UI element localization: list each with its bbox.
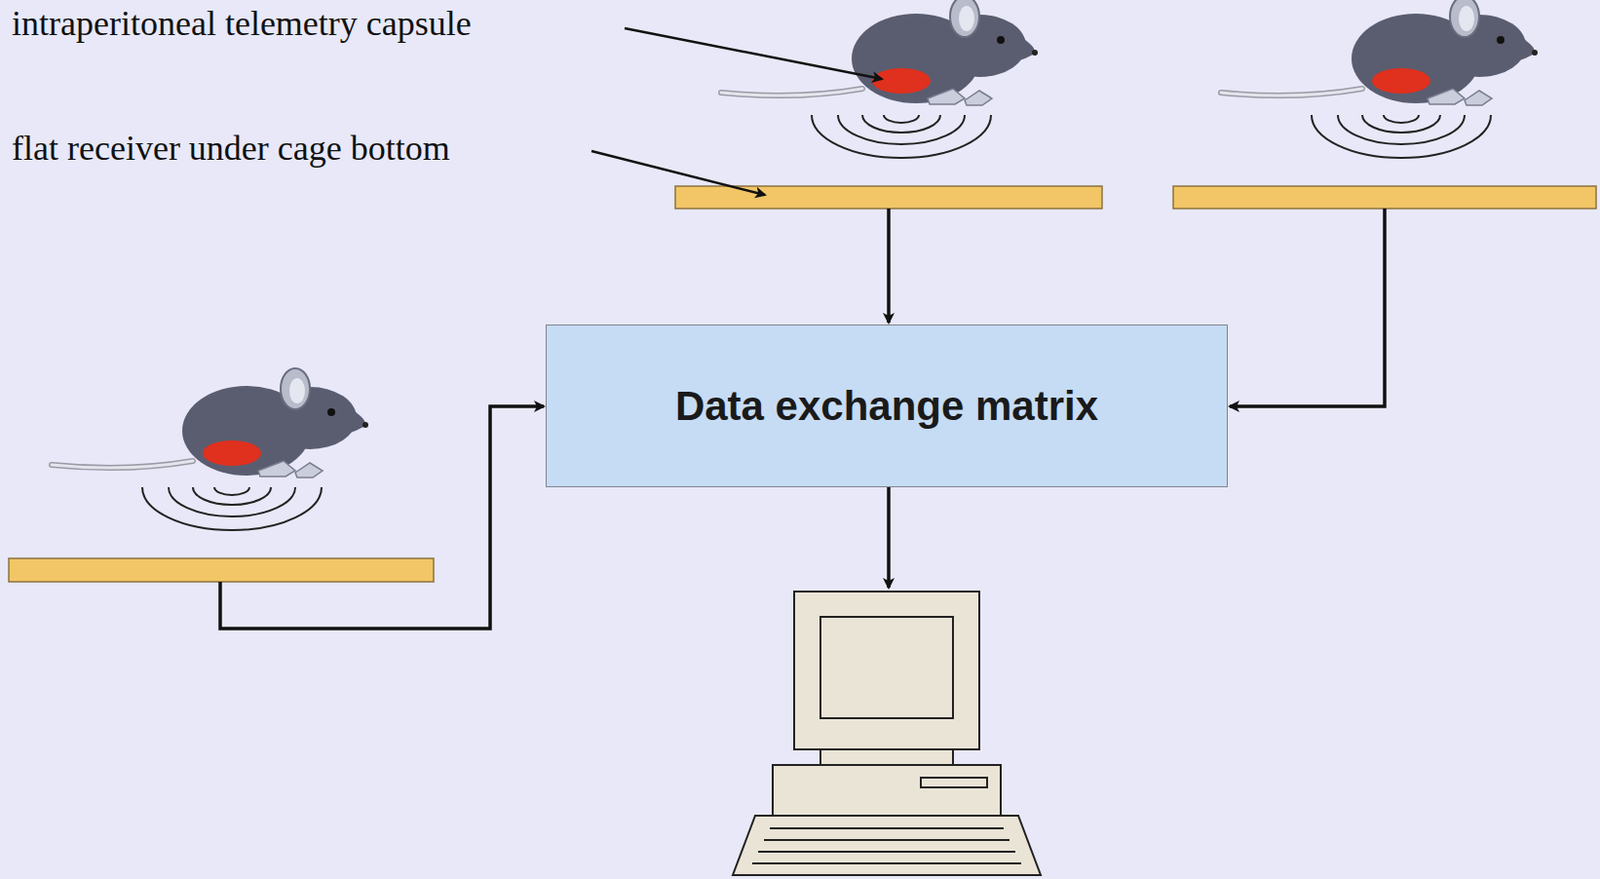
process-box: Data exchange matrix	[545, 324, 1228, 488]
callout-label: flat receiver under cage bottom	[11, 128, 451, 169]
callout-label: intraperitoneal telemetry capsule	[11, 3, 472, 44]
box-title: Data exchange matrix	[675, 382, 1099, 430]
